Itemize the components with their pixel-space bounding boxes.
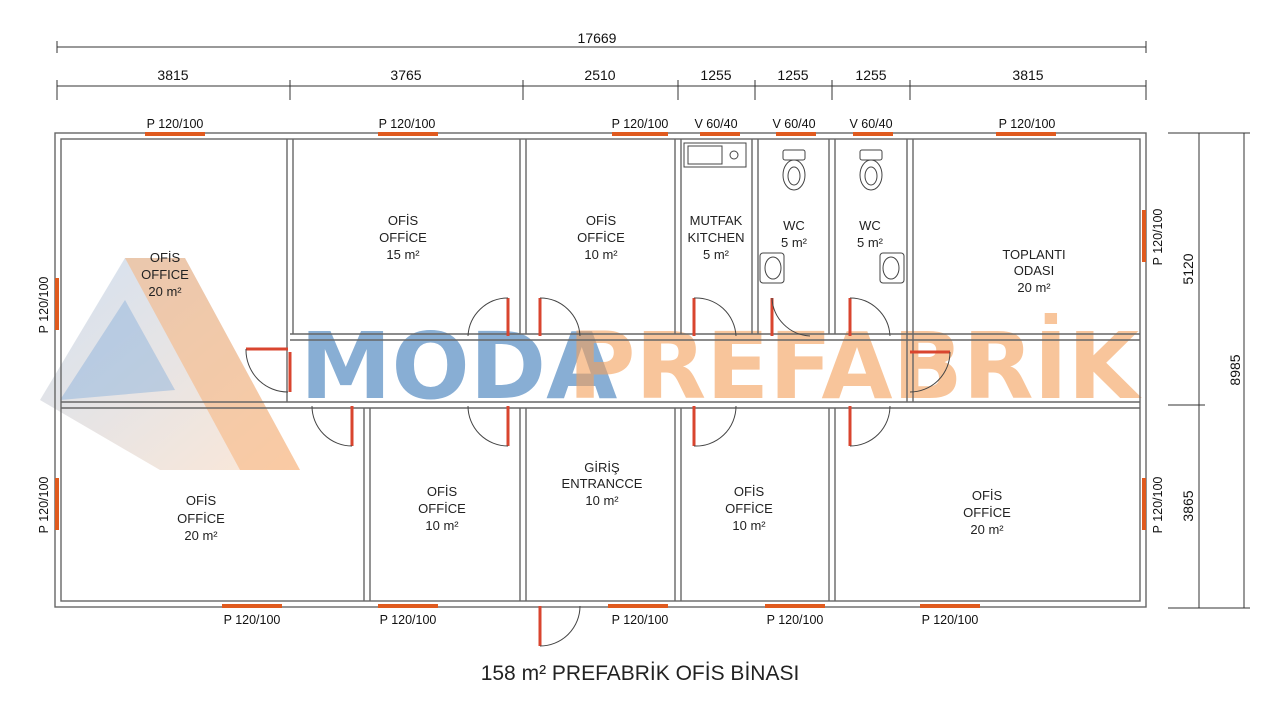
window-label: P 120/100 <box>612 117 669 131</box>
room-office-sw: OFİS OFFİCE 20 m² <box>177 493 225 543</box>
window-label: V 60/40 <box>772 117 815 131</box>
window-label: P 120/100 <box>1151 477 1165 534</box>
dimension-top-3: 2510 <box>584 67 615 83</box>
window-label: V 60/40 <box>849 117 892 131</box>
plan-caption: 158 m² PREFABRİK OFİS BİNASI <box>480 662 800 685</box>
washbasin-icon <box>759 252 785 284</box>
svg-text:OFFİCE: OFFİCE <box>177 511 225 526</box>
svg-text:TOPLANTI: TOPLANTI <box>1002 247 1065 262</box>
washbasin-icon <box>879 252 905 284</box>
window-label: P 120/100 <box>224 613 281 627</box>
window-label: P 120/100 <box>767 613 824 627</box>
svg-text:WC: WC <box>859 218 881 233</box>
floor-plan: MODA PREFABRİK 17669 3815 3765 2510 1255… <box>37 30 1250 647</box>
svg-text:OFFİCE: OFFİCE <box>379 230 427 245</box>
dimension-top-7: 3815 <box>1012 67 1043 83</box>
svg-text:OFFİCE: OFFİCE <box>577 230 625 245</box>
window-label: P 120/100 <box>37 277 51 334</box>
svg-text:OFİS: OFİS <box>734 484 765 499</box>
room-office-nw: OFİS OFFICE 20 m² <box>141 250 189 299</box>
room-entrance: GİRİŞ ENTRANCCE 10 m² <box>562 460 643 508</box>
room-office-s4: OFİS OFFİCE 10 m² <box>725 484 773 533</box>
svg-text:GİRİŞ: GİRİŞ <box>584 460 620 475</box>
dimension-top-2: 3765 <box>390 67 421 83</box>
top-dimensions <box>56 41 1147 100</box>
window-label: P 120/100 <box>380 613 437 627</box>
watermark-text-prefabrik: PREFABRİK <box>568 311 1143 420</box>
right-dimensions <box>1168 132 1250 609</box>
svg-text:OFİS: OFİS <box>586 213 617 228</box>
svg-text:OFFİCE: OFFİCE <box>725 501 773 516</box>
dimension-top-6: 1255 <box>855 67 886 83</box>
room-office-n2: OFİS OFFİCE 15 m² <box>379 213 427 262</box>
window-label: P 120/100 <box>379 117 436 131</box>
svg-text:OFFİCE: OFFİCE <box>418 501 466 516</box>
svg-text:KITCHEN: KITCHEN <box>687 230 744 245</box>
svg-text:WC: WC <box>783 218 805 233</box>
window-label: P 120/100 <box>922 613 979 627</box>
svg-text:20 m²: 20 m² <box>184 528 218 543</box>
toilet-icon <box>859 149 883 191</box>
dimension-top-1: 3815 <box>157 67 188 83</box>
svg-text:OFFİCE: OFFİCE <box>963 505 1011 520</box>
dimension-right-lower: 3865 <box>1180 490 1196 521</box>
room-office-se: OFİS OFFİCE 20 m² <box>963 488 1011 537</box>
svg-text:OFFICE: OFFICE <box>141 267 189 282</box>
room-meeting: TOPLANTI ODASI 20 m² <box>1002 247 1065 295</box>
window-label: P 120/100 <box>1151 209 1165 266</box>
svg-text:5 m²: 5 m² <box>857 235 884 250</box>
window-label: V 60/40 <box>694 117 737 131</box>
room-office-n3: OFİS OFFİCE 10 m² <box>577 213 625 262</box>
svg-text:ODASI: ODASI <box>1014 263 1054 278</box>
svg-text:20 m²: 20 m² <box>1017 280 1051 295</box>
toilet-icon <box>782 149 806 191</box>
svg-text:5 m²: 5 m² <box>781 235 808 250</box>
svg-text:20 m²: 20 m² <box>148 284 182 299</box>
svg-text:OFİS: OFİS <box>972 488 1003 503</box>
dimension-right-upper: 5120 <box>1180 253 1196 284</box>
dimension-total: 17669 <box>578 30 617 46</box>
svg-text:15 m²: 15 m² <box>386 247 420 262</box>
window-label: P 120/100 <box>37 477 51 534</box>
window-label: P 120/100 <box>999 117 1056 131</box>
room-kitchen: MUTFAK KITCHEN 5 m² <box>687 213 744 262</box>
window-label: P 120/100 <box>612 613 669 627</box>
dimension-right-total: 8985 <box>1227 354 1243 385</box>
window-label: P 120/100 <box>147 117 204 131</box>
walls <box>54 132 1147 608</box>
svg-text:OFİS: OFİS <box>427 484 458 499</box>
room-office-s2: OFİS OFFİCE 10 m² <box>418 484 466 533</box>
svg-text:10 m²: 10 m² <box>584 247 618 262</box>
svg-text:20 m²: 20 m² <box>970 522 1004 537</box>
svg-text:10 m²: 10 m² <box>585 493 619 508</box>
svg-text:OFİS: OFİS <box>186 493 217 508</box>
room-wc-1: WC 5 m² <box>781 218 808 250</box>
svg-text:5 m²: 5 m² <box>703 247 730 262</box>
room-wc-2: WC 5 m² <box>857 218 884 250</box>
svg-text:OFİS: OFİS <box>388 213 419 228</box>
windows <box>55 132 1146 608</box>
watermark-logo: MODA PREFABRİK <box>40 258 1143 470</box>
kitchen-sink-icon <box>683 142 747 168</box>
svg-text:OFİS: OFİS <box>150 250 181 265</box>
dimension-top-4: 1255 <box>700 67 731 83</box>
svg-text:10 m²: 10 m² <box>425 518 459 533</box>
svg-text:MUTFAK: MUTFAK <box>690 213 743 228</box>
svg-text:10 m²: 10 m² <box>732 518 766 533</box>
doors <box>245 297 951 647</box>
svg-text:ENTRANCCE: ENTRANCCE <box>562 476 643 491</box>
dimension-top-5: 1255 <box>777 67 808 83</box>
